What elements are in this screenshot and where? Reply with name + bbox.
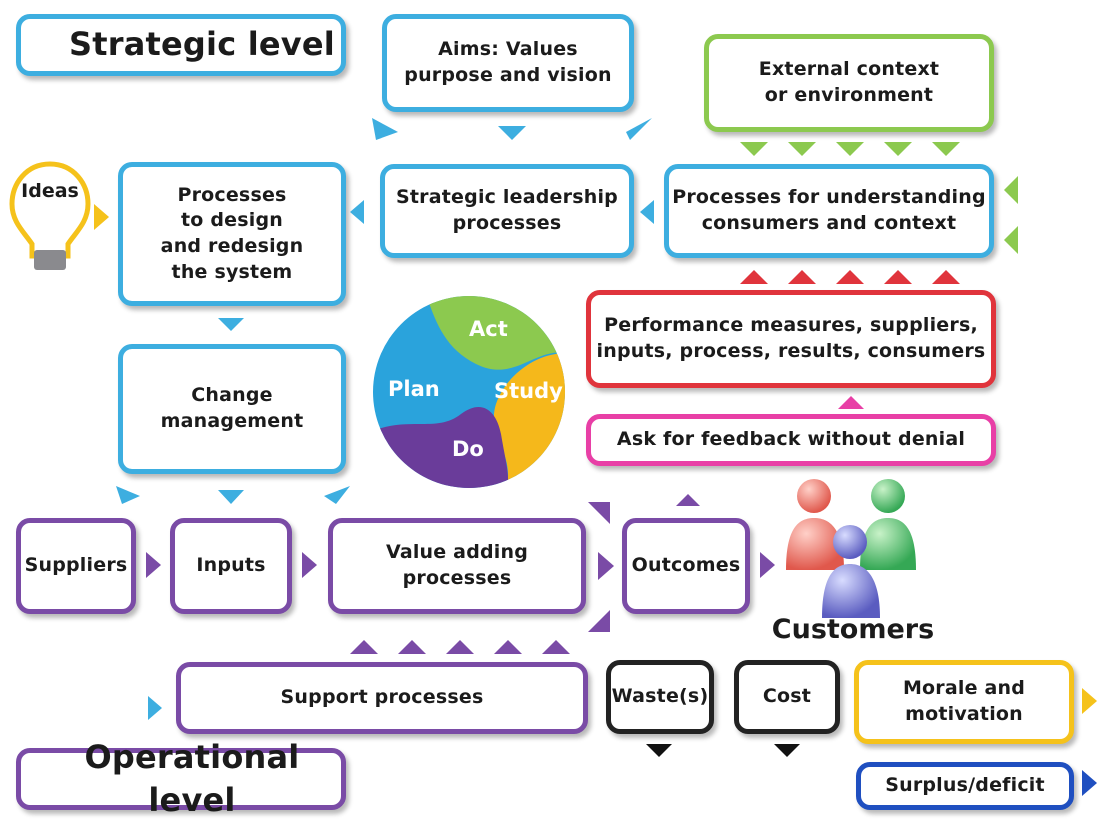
- context-arrow-1-icon: [1004, 176, 1018, 204]
- suppliers-box: Suppliers: [16, 518, 136, 614]
- wastes-box: Waste(s): [606, 660, 714, 734]
- lightbulb-icon: [9, 161, 91, 270]
- understanding-box: Processes for understanding consumers an…: [664, 164, 994, 258]
- aims-arrow-down-icon: [498, 126, 526, 140]
- surplus-deficit-box: Surplus/deficit: [856, 762, 1074, 810]
- outcomes-arrow-icon: [760, 552, 775, 578]
- performance-arrow-1-icon: [740, 270, 768, 284]
- aims-arrow-left-icon: [372, 118, 398, 140]
- change-management-box: Change management: [118, 344, 346, 474]
- pdsa-plan-label: Plan: [388, 377, 440, 401]
- performance-measures-box: Performance measures, suppliers, inputs,…: [586, 290, 996, 388]
- ideas-label: Ideas: [21, 180, 79, 202]
- value-arrow-down-icon: [588, 610, 610, 632]
- support-processes-box: Support processes: [176, 662, 588, 734]
- strategic-leadership-box: Strategic leadership processes: [380, 164, 634, 258]
- performance-arrow-3-icon: [836, 270, 864, 284]
- value-arrows: [588, 502, 614, 632]
- support-arrow-5-icon: [542, 640, 570, 654]
- outcomes-up-arrow-icon: [676, 494, 700, 506]
- external-arrow-5-icon: [932, 142, 960, 156]
- cost-arrow-icon: [774, 744, 800, 757]
- performance-arrow-2-icon: [788, 270, 816, 284]
- support-left-arrow-icon: [148, 696, 162, 720]
- strategic-level-title: Strategic level: [16, 14, 346, 76]
- inputs-box: Inputs: [170, 518, 292, 614]
- morale-box: Morale and motivation: [854, 660, 1074, 744]
- leadership-to-design-arrow-icon: [350, 200, 364, 224]
- pdsa-do-label: Do: [452, 437, 484, 461]
- external-arrow-1-icon: [740, 142, 768, 156]
- pdsa-cycle-icon: Act Plan Study Do: [373, 296, 565, 488]
- aims-arrow-right-icon: [626, 118, 652, 140]
- aims-box: Aims: Values purpose and vision: [382, 14, 634, 112]
- surplus-arrow-icon: [1082, 770, 1097, 796]
- ideas-arrow-icon: [94, 204, 109, 230]
- morale-arrow-icon: [1082, 688, 1097, 714]
- wastes-arrow-icon: [646, 744, 672, 757]
- outcomes-box: Outcomes: [622, 518, 750, 614]
- change-arrow-down-icon: [218, 490, 244, 504]
- performance-arrow-5-icon: [932, 270, 960, 284]
- inputs-arrow-icon: [302, 552, 317, 578]
- support-arrow-2-icon: [398, 640, 426, 654]
- design-processes-box: Processes to design and redesign the sys…: [118, 162, 346, 306]
- feedback-box: Ask for feedback without denial: [586, 414, 996, 466]
- external-arrow-3-icon: [836, 142, 864, 156]
- change-arrows: [116, 486, 350, 504]
- cost-box: Cost: [734, 660, 840, 734]
- performance-arrow-4-icon: [884, 270, 912, 284]
- support-arrow-4-icon: [494, 640, 522, 654]
- aims-arrows: [372, 118, 652, 140]
- pdsa-study-label: Study: [494, 379, 563, 403]
- external-context-box: External context or environment: [704, 34, 994, 132]
- design-to-change-arrow-icon: [218, 318, 244, 331]
- value-adding-box: Value adding processes: [328, 518, 586, 614]
- support-arrow-1-icon: [350, 640, 378, 654]
- suppliers-arrow-icon: [146, 552, 161, 578]
- pdsa-act-label: Act: [469, 317, 508, 341]
- context-arrow-2-icon: [1004, 226, 1018, 254]
- support-arrow-3-icon: [446, 640, 474, 654]
- customers-people-icon: [786, 479, 916, 618]
- value-arrow-up-icon: [588, 502, 610, 524]
- feedback-arrow-icon: [838, 396, 864, 409]
- change-arrow-right-icon: [324, 486, 350, 504]
- external-arrow-2-icon: [788, 142, 816, 156]
- external-arrow-4-icon: [884, 142, 912, 156]
- change-arrow-left-icon: [116, 486, 140, 504]
- operational-level-title: Operational level: [16, 738, 346, 819]
- customers-label: Customers: [771, 614, 935, 645]
- value-arrow-right-icon: [598, 552, 614, 580]
- understanding-to-leadership-arrow-icon: [640, 200, 654, 224]
